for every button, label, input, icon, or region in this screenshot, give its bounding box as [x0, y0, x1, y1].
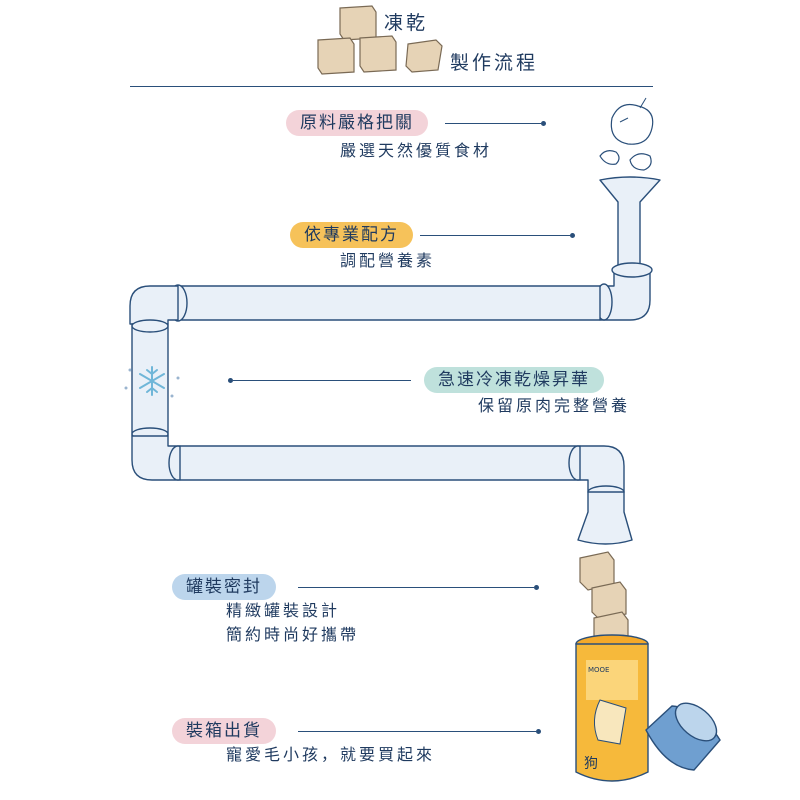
step-2-desc: 調配營養素	[340, 251, 436, 270]
snowflake-icon	[139, 366, 165, 396]
step-1-label: 原料嚴格把關	[286, 110, 428, 136]
step-3-dot	[228, 378, 233, 383]
step-4-label: 罐裝密封	[172, 574, 276, 600]
can-lid	[645, 702, 721, 771]
step-2-dot	[570, 233, 575, 238]
step-4-leader	[298, 587, 534, 588]
step-1-dot	[541, 121, 546, 126]
step-4-dot	[534, 585, 539, 590]
step-1-leader	[445, 123, 541, 124]
step-2-label: 依專業配方	[290, 222, 413, 248]
ice-cubes-illustration	[317, 5, 443, 75]
step-1-desc: 嚴選天然優質食材	[340, 141, 493, 160]
step-2-leader	[420, 235, 570, 236]
ice-cube-icon	[591, 581, 627, 621]
meat-chunk-icon	[599, 103, 654, 171]
ice-cube-icon	[359, 35, 397, 73]
step-3-desc: 保留原肉完整營養	[478, 396, 631, 415]
step-5-dot	[536, 729, 541, 734]
product-name: 狗	[584, 756, 598, 772]
ice-cube-icon	[317, 37, 355, 75]
step-5-label: 裝箱出貨	[172, 718, 276, 744]
step-5-leader	[298, 731, 536, 732]
product-can	[575, 634, 649, 782]
step-4-desc-line-2: 簡約時尚好攜帶	[226, 625, 360, 644]
step-3-leader	[233, 380, 411, 381]
step-3-label: 急速冷凍乾燥昇華	[424, 367, 604, 393]
page-title: 凍乾	[384, 12, 429, 34]
header-divider	[130, 86, 653, 87]
page-subtitle: 製作流程	[450, 52, 539, 74]
step-4-desc-line-1: 精緻罐裝設計	[226, 601, 341, 620]
step-5-desc: 寵愛毛小孩，就要買起來	[226, 745, 436, 764]
product-brand: MOOE	[588, 666, 609, 674]
ice-cube-icon	[405, 39, 443, 73]
